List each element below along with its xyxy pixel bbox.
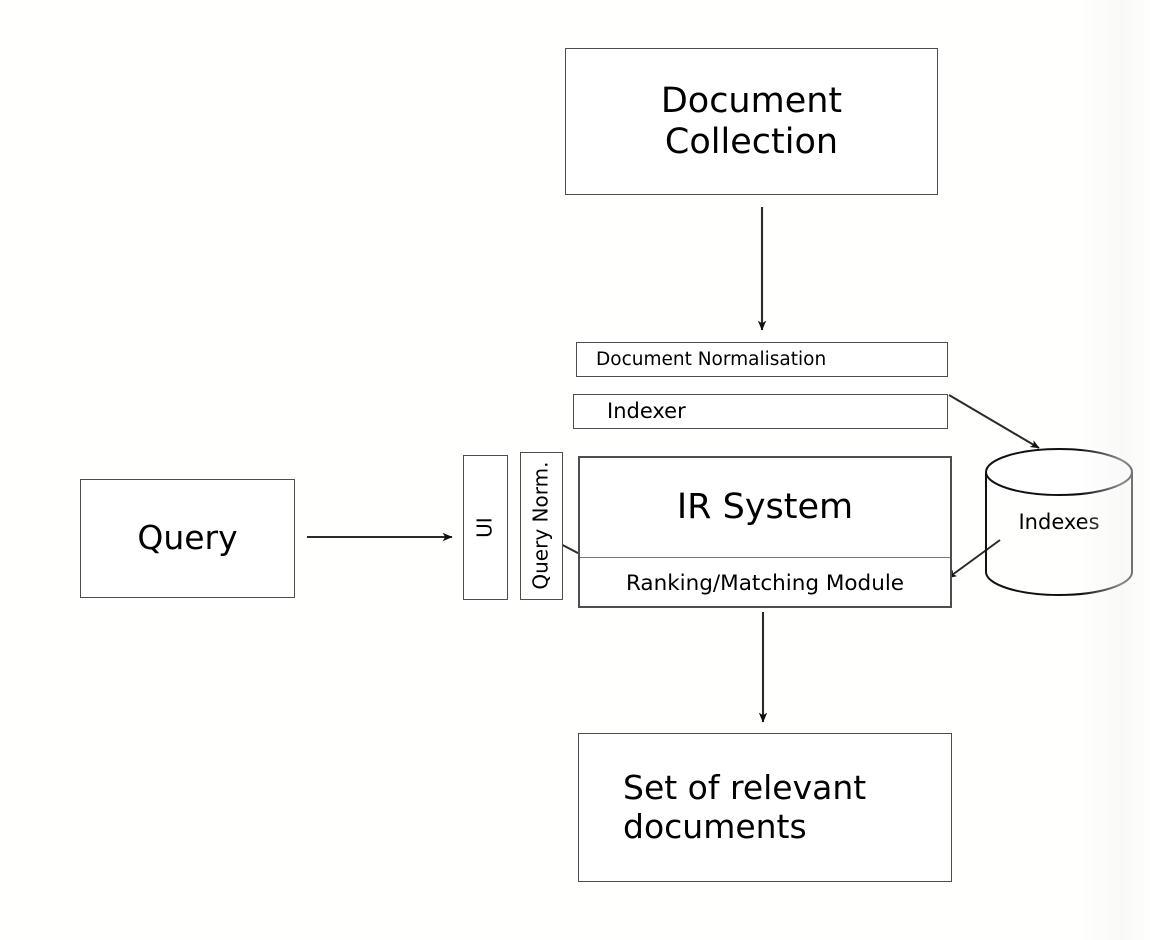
node-document-collection[interactable]: Document Collection — [565, 48, 938, 195]
node-query-normalisation-label: Query Norm. — [528, 461, 553, 591]
node-query[interactable]: Query — [80, 479, 295, 598]
node-result[interactable]: Set of relevant documents — [578, 733, 952, 882]
node-indexer-label: Indexer — [607, 399, 686, 424]
node-indexes-label: Indexes — [1018, 510, 1100, 534]
node-ir-system-label: IR System — [676, 487, 854, 528]
node-document-normalisation-label: Document Normalisation — [596, 348, 827, 370]
node-query-normalisation[interactable]: Query Norm. — [520, 452, 563, 600]
arrow-indexer-to-indexes — [948, 394, 1040, 449]
node-ranking-matching-module-label: Ranking/Matching Module — [625, 570, 905, 596]
node-result-label: Set of relevant documents — [623, 768, 867, 846]
node-document-collection-label: Document Collection — [660, 80, 843, 162]
node-query-label: Query — [137, 518, 238, 558]
node-ranking-matching-module[interactable]: Ranking/Matching Module — [580, 558, 950, 606]
node-indexes-label-wrap: Indexes — [983, 445, 1135, 599]
node-ui-label: UI — [472, 517, 497, 538]
node-ir-system[interactable]: IR System Ranking/Matching Module — [578, 456, 952, 608]
node-ir-system-title: IR System — [580, 458, 950, 558]
node-indexer[interactable]: Indexer — [573, 394, 948, 429]
node-document-normalisation[interactable]: Document Normalisation — [576, 342, 948, 377]
node-ui[interactable]: UI — [463, 455, 508, 600]
